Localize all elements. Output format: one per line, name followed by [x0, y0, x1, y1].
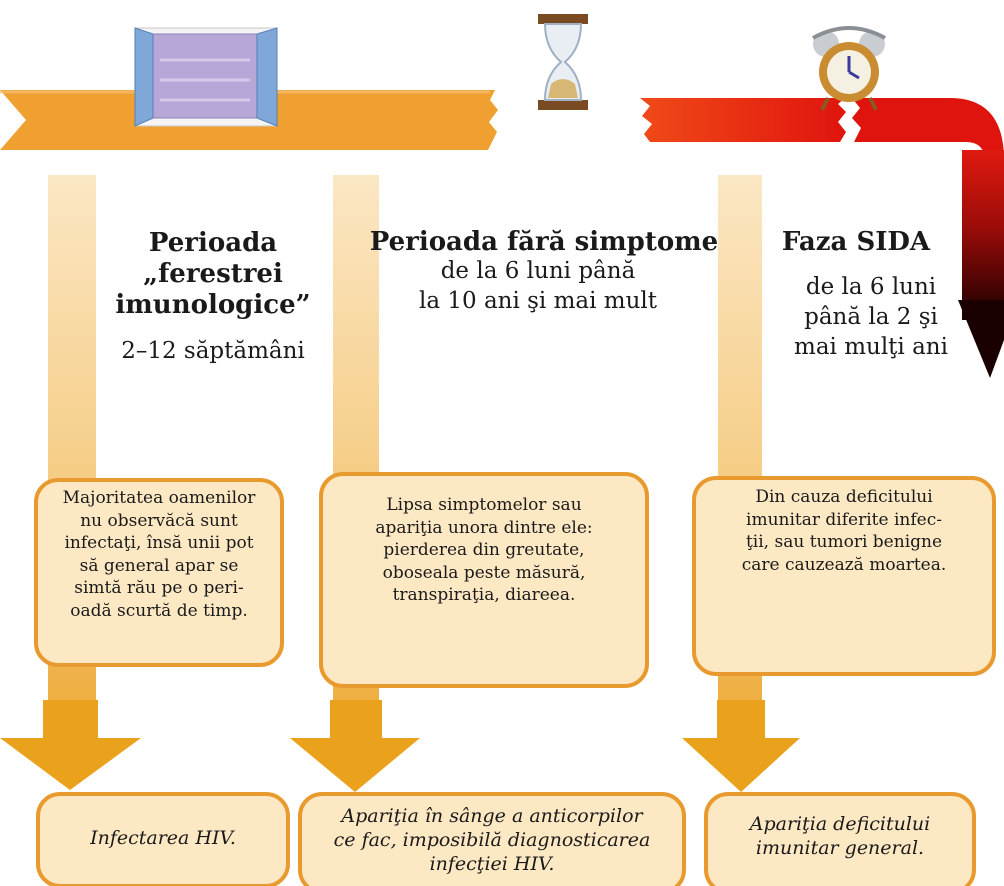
description-line: transpiraţia, diareea. — [392, 585, 576, 605]
timeline-arrow-head — [958, 300, 1004, 378]
phase-3-description: Din cauza deficitului imunitar diferite … — [698, 486, 990, 576]
description-line: Din cauza deficitului — [755, 487, 933, 507]
down-arrow-1 — [0, 700, 141, 790]
phase-2-description: Lipsa simptomelor sau apariţia unora din… — [326, 494, 642, 607]
description-line: infectaţi, însă unii pot — [64, 533, 254, 553]
phase-1-duration: 2–12 săptămâni — [121, 338, 305, 364]
description-line: care cauzează moartea. — [741, 554, 947, 575]
phase-3-duration-line: de la 6 luni — [805, 274, 937, 300]
down-arrow-3 — [682, 700, 800, 792]
result-line: Apariţia în sânge a anticorpilor — [341, 805, 643, 827]
description-line: oadă scurtă de timp. — [70, 600, 248, 621]
down-arrow-2 — [290, 700, 420, 792]
description-line: imunitar diferite infec- — [746, 509, 942, 530]
description-line: să general apar se — [79, 555, 239, 576]
alarm-clock-icon — [812, 26, 886, 111]
phase-2-title: Perioada fără simptome — [369, 227, 719, 257]
description-line: apariţia unora dintre ele: — [375, 517, 593, 538]
result-line: infecţiei HIV. — [429, 853, 555, 875]
phase-1-description: Majoritatea oamenilor nu observăcă sunt … — [40, 487, 278, 622]
description-line: oboseala peste măsură, — [382, 562, 586, 583]
result-line: Apariţia deficitului — [749, 813, 931, 835]
phase-1-title: Perioada „ferestrei imunologice” — [108, 228, 318, 321]
result-line: imunitar general. — [755, 837, 925, 859]
description-line: Majoritatea oamenilor — [62, 488, 256, 508]
phase-3-title: Faza SIDA — [781, 227, 931, 257]
phase-2-result: Apariţia în sânge a anticorpilor ce fac,… — [304, 798, 680, 882]
phase-1-title-line: imunologice” — [115, 290, 311, 320]
phase-1-title-line: „ferestrei — [143, 259, 283, 289]
window-icon — [134, 27, 278, 127]
phase-1-result: Infectarea HIV. — [90, 827, 236, 849]
timeline-bar-red-1 — [640, 98, 846, 142]
phase-1-title-line: Perioada — [148, 228, 278, 258]
phase-2-duration-line: de la 6 luni până — [440, 258, 636, 284]
phase-3-duration-line: până la 2 şi — [804, 304, 938, 330]
description-box-1 — [34, 478, 284, 667]
description-line: ţii, sau tumori benigne — [745, 532, 943, 552]
description-line: pierderea din greutate, — [383, 540, 585, 560]
result-box-2 — [298, 792, 686, 886]
phase-3-duration-line: mai mulţi ani — [794, 334, 948, 360]
description-box-2 — [319, 472, 649, 688]
phase-2-duration: de la 6 luni până la 10 ani şi mai mult — [368, 256, 708, 316]
result-line: ce fac, imposibilă diagnosticarea — [333, 829, 651, 851]
result-box-1 — [36, 792, 290, 886]
phase-2-duration-line: la 10 ani şi mai mult — [418, 288, 658, 314]
description-line: Lipsa simptomelor sau — [386, 495, 582, 515]
description-line: simtă rău pe o peri- — [74, 578, 244, 598]
description-box-3 — [692, 476, 996, 676]
description-line: nu observăcă sunt — [80, 510, 238, 531]
hourglass-icon — [538, 14, 588, 110]
phase-3-result: Apariţia deficitului imunitar general. — [710, 798, 970, 874]
result-box-3 — [704, 792, 976, 886]
phase-3-duration: de la 6 luni până la 2 şi mai mulţi ani — [776, 272, 966, 362]
